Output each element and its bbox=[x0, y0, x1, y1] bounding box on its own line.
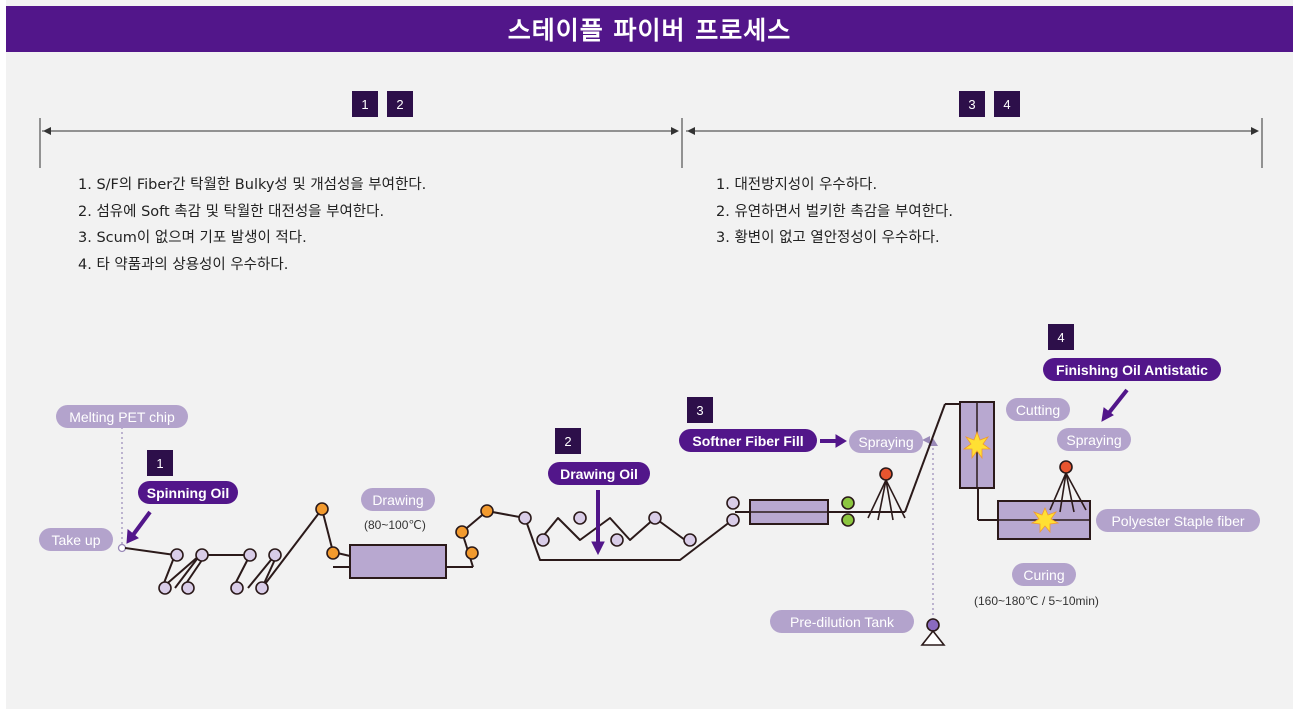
curing-conditions: (160~180℃ / 5~10min) bbox=[974, 594, 1099, 608]
drawing-temperature: (80~100℃) bbox=[364, 518, 426, 532]
label-curing: Curing bbox=[1012, 563, 1076, 586]
badge-1: 1 bbox=[352, 91, 378, 117]
label-pre-dilution-tank: Pre-dilution Tank bbox=[770, 610, 914, 633]
label-spraying-2: Spraying bbox=[1057, 428, 1131, 451]
label-finishing-oil-antistatic: Finishing Oil Antistatic bbox=[1043, 358, 1221, 381]
page-title: 스테이플 파이버 프로세스 bbox=[6, 6, 1293, 52]
feature-line: 2. 섬유에 Soft 촉감 및 탁월한 대전성을 부여한다. bbox=[78, 203, 385, 220]
rollers bbox=[158, 496, 855, 595]
feature-line: 2. 유연하면서 벌키한 촉감을 부여한다. bbox=[716, 203, 953, 220]
left-feature-list: 1. S/F의 Fiber간 탁월한 Bulky성 및 개섬성을 부여한다. 2… bbox=[78, 172, 426, 278]
content-frame bbox=[6, 0, 1293, 709]
step-4-badge: 4 bbox=[1048, 324, 1074, 350]
label-take-up: Take up bbox=[39, 528, 113, 551]
step-1-badge: 1 bbox=[147, 450, 173, 476]
purple-arrows bbox=[126, 388, 1129, 556]
take-up-point bbox=[117, 543, 127, 553]
feature-line: 1. 대전방지성이 우수하다. bbox=[716, 177, 878, 193]
feature-line: 1. S/F의 Fiber간 탁월한 Bulky성 및 개섬성을 부여한다. bbox=[78, 177, 427, 193]
feature-line: 3. Scum이 없으며 기포 발생이 적다. bbox=[78, 230, 307, 246]
spray-nozzle-2 bbox=[1049, 460, 1087, 513]
step-2-badge: 2 bbox=[555, 428, 581, 454]
label-softner-fiber-fill: Softner Fiber Fill bbox=[679, 429, 817, 452]
dotted-connectors bbox=[121, 427, 934, 620]
curing-spark bbox=[1030, 506, 1060, 534]
label-spinning-oil: Spinning Oil bbox=[138, 481, 238, 504]
spray-nozzle-1 bbox=[867, 467, 906, 521]
label-drawing-oil: Drawing Oil bbox=[548, 462, 650, 485]
label-spraying-1: Spraying bbox=[849, 430, 923, 453]
step-3-badge: 3 bbox=[687, 397, 713, 423]
badge-4: 4 bbox=[994, 91, 1020, 117]
label-drawing: Drawing bbox=[361, 488, 435, 511]
cutting-spark bbox=[962, 430, 992, 460]
feature-line: 4. 타 약품과의 상용성이 우수하다. bbox=[78, 256, 289, 273]
label-cutting: Cutting bbox=[1006, 398, 1070, 421]
fiber-path bbox=[124, 403, 1090, 589]
dimension-lines bbox=[39, 118, 1263, 168]
badge-3: 3 bbox=[959, 91, 985, 117]
label-polyester-staple-fiber: Polyester Staple fiber bbox=[1096, 509, 1260, 532]
label-melting-pet-chip: Melting PET chip bbox=[56, 405, 188, 428]
badge-2: 2 bbox=[387, 91, 413, 117]
pre-dilution-tank bbox=[920, 618, 946, 646]
right-feature-list: 1. 대전방지성이 우수하다. 2. 유연하면서 벌키한 촉감을 부여한다. 3… bbox=[716, 172, 953, 252]
feature-line: 3. 황변이 없고 열안정성이 우수하다. bbox=[716, 230, 940, 246]
